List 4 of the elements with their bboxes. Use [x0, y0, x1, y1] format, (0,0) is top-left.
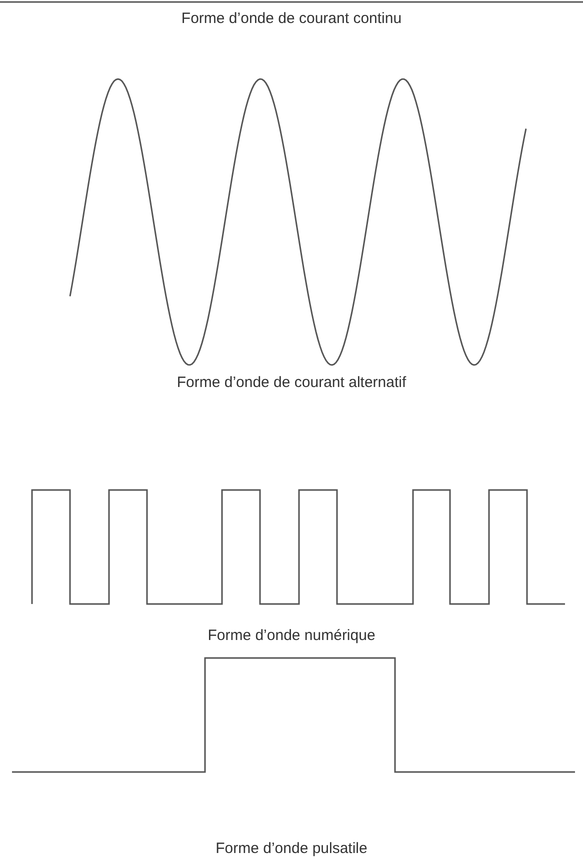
waveform-caption: Forme d’onde de courant alternatif	[176, 374, 406, 391]
waveform-caption: Forme d’onde de courant continu	[181, 10, 402, 27]
waveform-caption: Forme d’onde pulsatile	[216, 840, 368, 857]
waveform-caption: Forme d’onde numérique	[208, 627, 376, 644]
